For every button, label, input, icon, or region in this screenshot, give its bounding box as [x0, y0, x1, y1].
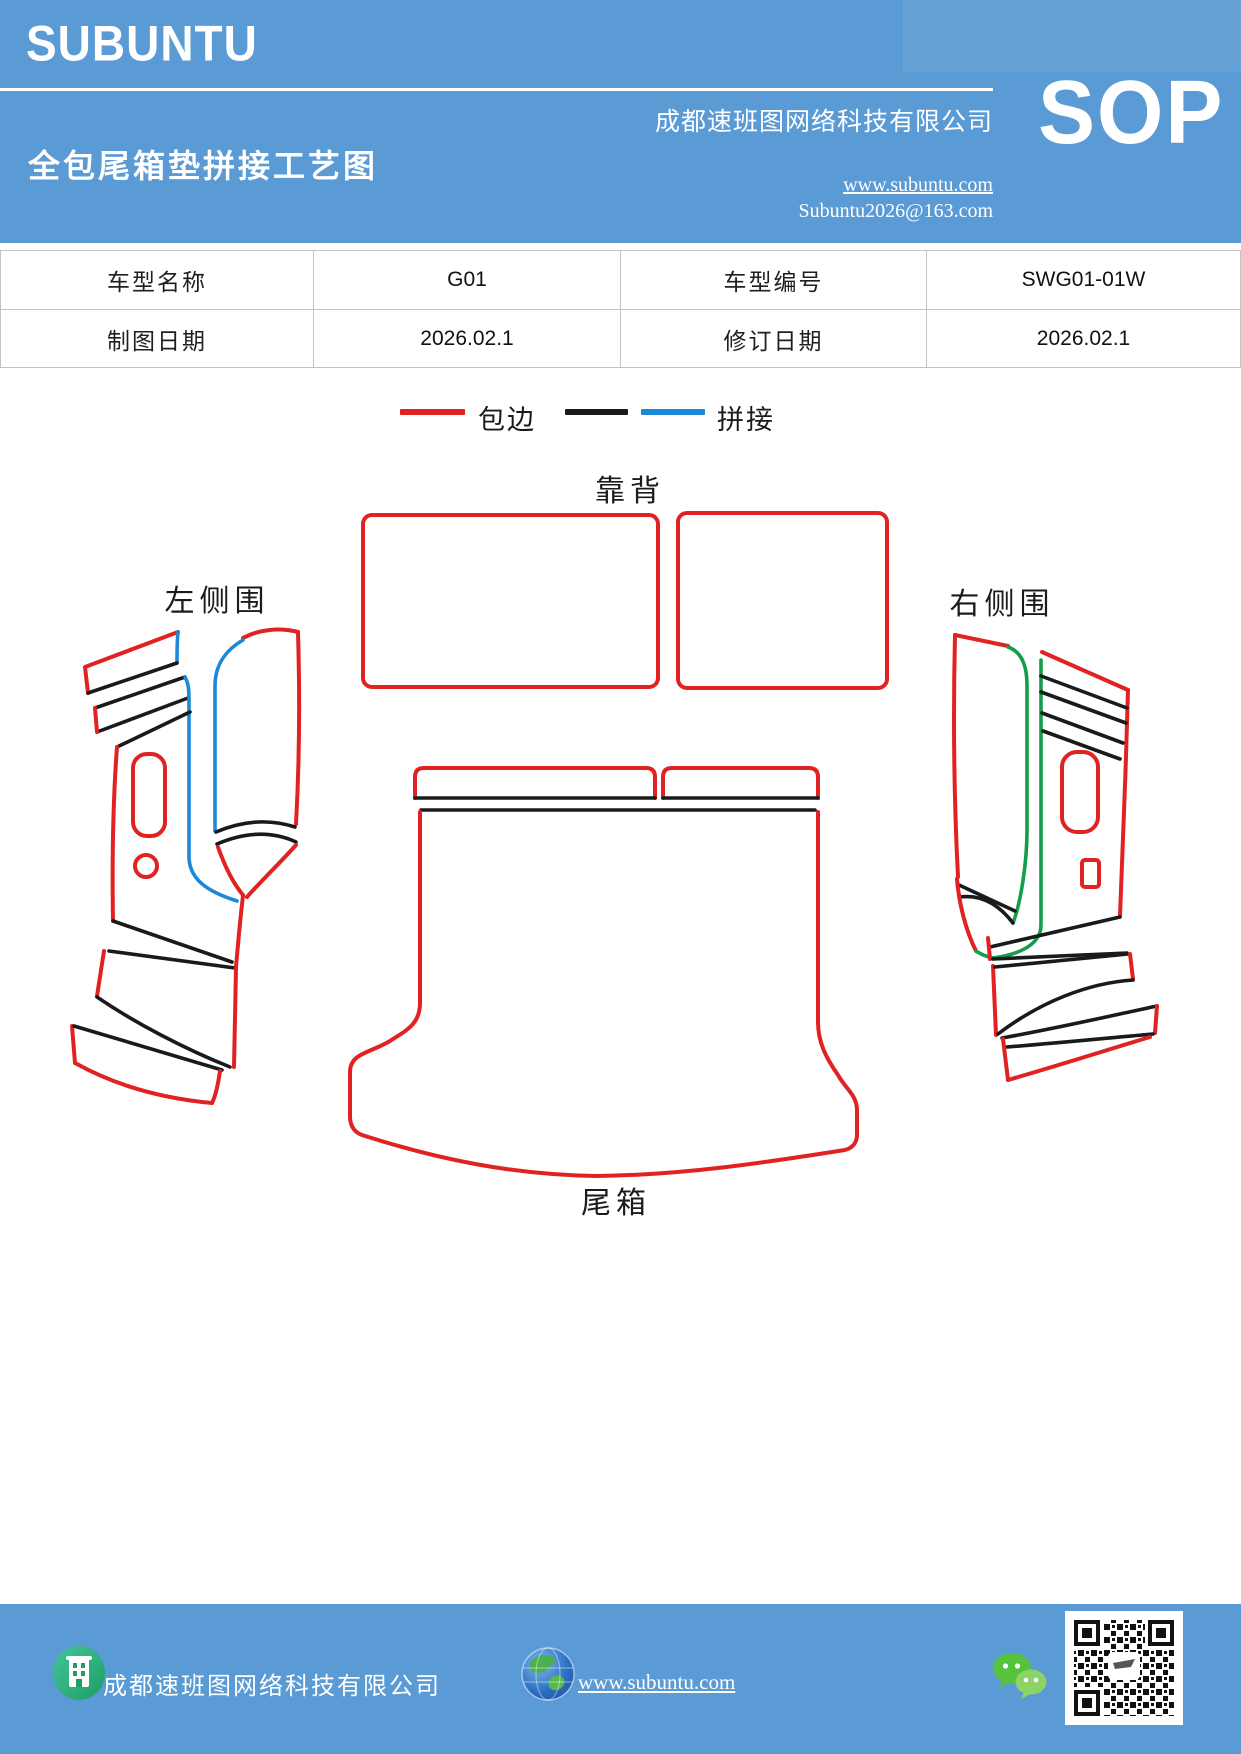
backrest-right-piece [676, 511, 889, 690]
globe-icon [521, 1647, 575, 1701]
table-cell-drawdate-label: 制图日期 [1, 310, 314, 368]
legend-splice-label: 拼接 [717, 405, 775, 435]
page-title: 全包尾箱垫拼接工艺图 [28, 148, 379, 184]
info-table: 车型名称 G01 车型编号 SWG01-01W 制图日期 2026.02.1 修… [0, 250, 1241, 368]
table-cell-model-value: G01 [314, 251, 621, 310]
legend: 包边 拼接 [0, 398, 1241, 435]
table-cell-revisedate-label: 修订日期 [621, 310, 927, 368]
legend-edge-label: 包边 [478, 405, 536, 435]
building-icon [53, 1646, 105, 1700]
left-side-piece [70, 627, 302, 1105]
footer-company-name: 成都速班图网络科技有限公司 [103, 1674, 441, 1700]
table-cell-code-value: SWG01-01W [927, 251, 1241, 310]
splice-black-swatch [565, 409, 628, 415]
table-cell-drawdate-value: 2026.02.1 [314, 310, 621, 368]
label-right-side: 右侧围 [949, 588, 1055, 621]
right-side-piece [952, 633, 1159, 1082]
edge-line-swatch [400, 409, 465, 415]
footer: 成都速班图网络科技有限公司 www.subuntu.com [0, 1604, 1241, 1754]
footer-website-link[interactable]: www.subuntu.com [578, 1670, 736, 1694]
wechat-icon [993, 1653, 1047, 1699]
label-left-side: 左侧围 [164, 585, 270, 618]
table-cell-code-label: 车型编号 [621, 251, 927, 310]
splice-blue-swatch [641, 409, 705, 415]
header-company-name: 成都速班图网络科技有限公司 [654, 109, 993, 136]
trunk-sill-strips [413, 766, 820, 800]
table-cell-model-label: 车型名称 [1, 251, 314, 310]
header-email: Subuntu2026@163.com [798, 200, 993, 222]
header: SUBUNTU 成都速班图网络科技有限公司 全包尾箱垫拼接工艺图 www.sub… [0, 0, 1241, 243]
qr-code [1065, 1611, 1183, 1725]
label-backrest: 靠背 [595, 475, 665, 508]
trunk-piece [348, 808, 859, 1178]
label-trunk: 尾箱 [581, 1187, 651, 1220]
table-cell-revisedate-value: 2026.02.1 [927, 310, 1241, 368]
header-divider [0, 88, 993, 91]
backrest-left-piece [361, 513, 660, 689]
brand-logo: SUBUNTU [26, 15, 258, 72]
sop-badge: SOP [1038, 63, 1225, 163]
header-corner-tint [903, 0, 1241, 72]
header-website-link[interactable]: www.subuntu.com [843, 174, 993, 196]
